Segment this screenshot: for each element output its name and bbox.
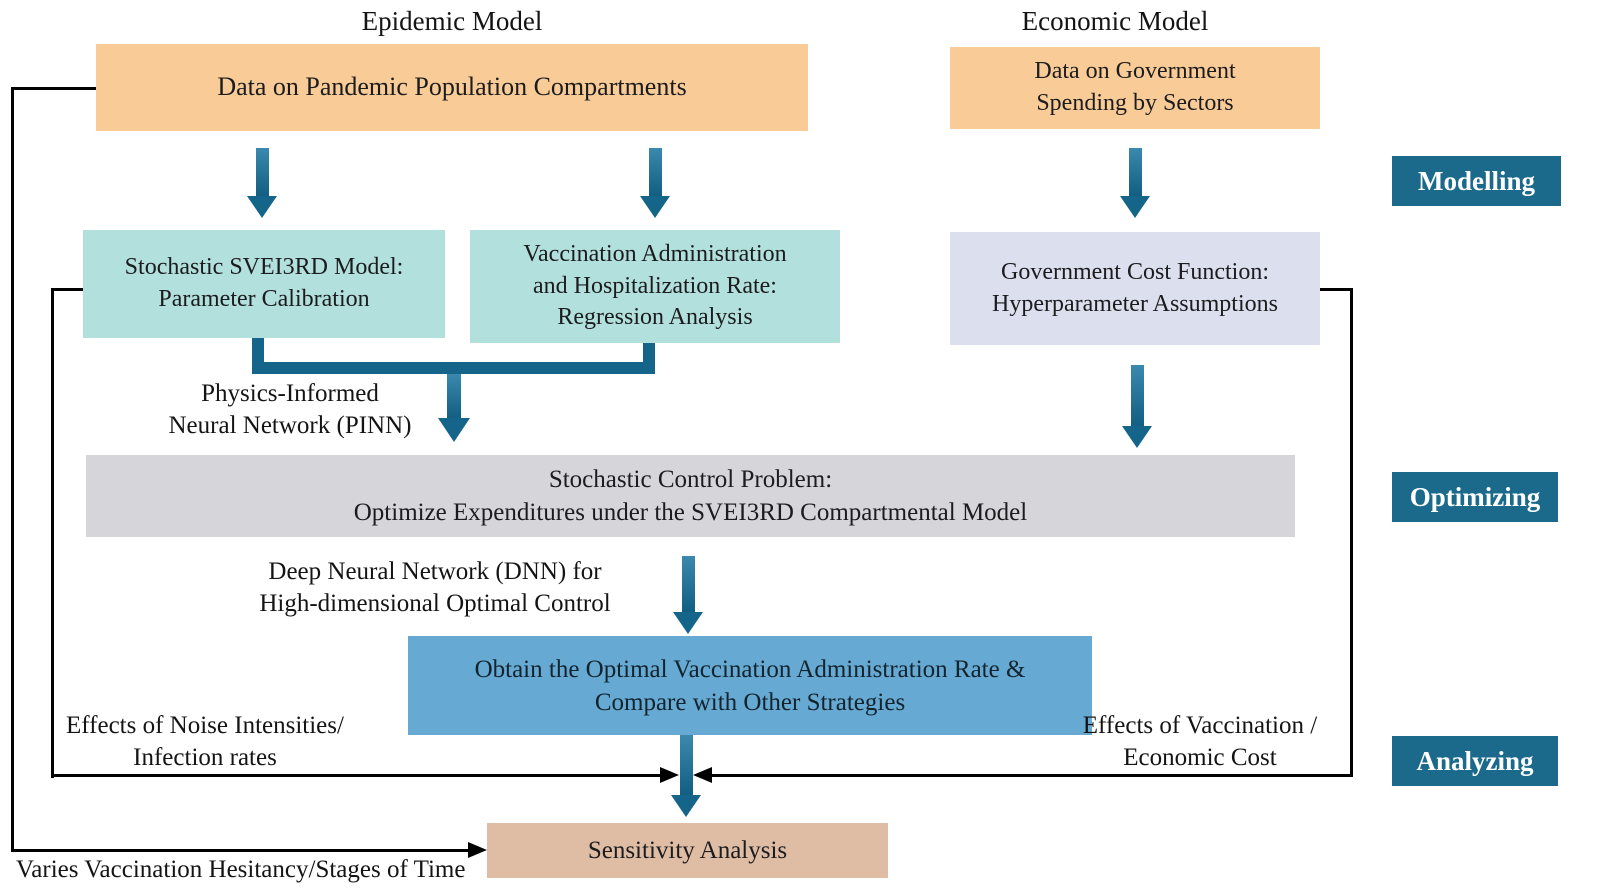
arrow-head-icon [673,612,703,634]
arrow-head-icon [247,196,277,218]
vaccination-regression-box: Vaccination Administration and Hospitali… [470,230,840,343]
svei3rd-model-box: Stochastic SVEI3RD Model: Parameter Cali… [83,230,445,338]
gov-spending-box: Data on Government Spending by Sectors [950,47,1320,129]
arrow-head-icon [468,842,487,858]
sensitivity-analysis-box: Sensitivity Analysis [487,823,888,878]
arrow-stem [682,556,695,612]
gov-cost-function-box: Government Cost Function: Hyperparameter… [950,232,1320,345]
epidemic-model-title: Epidemic Model [361,6,543,36]
arrow-head-icon [640,196,670,218]
line-segment [11,87,14,852]
line-segment [1350,288,1353,777]
arrow-head-icon [671,795,701,817]
arrow-stem [1129,148,1142,196]
bracket-left-drop [252,338,264,366]
stage-label-optimizing: Optimizing [1392,472,1558,522]
line-segment [51,288,83,291]
arrow-stem [649,148,662,196]
dnn-annotation: Deep Neural Network (DNN) for High-dimen… [259,558,611,617]
stage-label-modelling: Modelling [1392,156,1561,206]
line-segment [712,774,1353,777]
line-segment [51,288,54,778]
bracket-right-drop [643,343,655,366]
arrow-head-icon [693,767,712,783]
arrow-head-icon [438,418,470,442]
varies-hesitancy-annotation: Varies Vaccination Hesitancy/Stages of T… [16,856,466,883]
arrow-head-icon [660,767,679,783]
line-segment [1320,288,1353,291]
bracket-horizontal-bar [252,362,655,374]
pandemic-data-box: Data on Pandemic Population Compartments [96,44,808,131]
arrow-stem [447,374,461,418]
line-segment [51,774,660,777]
stage-label-analyzing: Analyzing [1392,736,1558,786]
economic-model-title: Economic Model [1021,6,1209,36]
arrow-head-icon [1120,196,1150,218]
control-problem-box: Stochastic Control Problem: Optimize Exp… [86,455,1295,537]
vaccination-effects-annotation: Effects of Vaccination / Economic Cost [1082,712,1318,771]
noise-effects-annotation: Effects of Noise Intensities/ Infection … [66,712,344,771]
line-segment [11,87,96,90]
arrow-stem [680,735,693,795]
arrow-stem [1131,365,1144,426]
optimal-rate-box: Obtain the Optimal Vaccination Administr… [408,636,1092,735]
pinn-annotation: Physics-Informed Neural Network (PINN) [168,380,412,439]
arrow-head-icon [1122,426,1152,448]
arrow-stem [256,148,269,196]
line-segment [11,849,468,852]
